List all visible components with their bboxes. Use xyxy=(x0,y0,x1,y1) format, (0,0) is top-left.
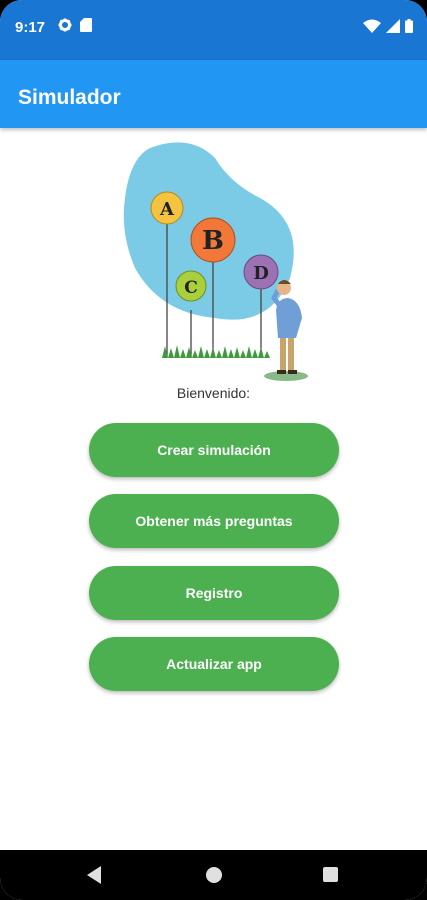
status-bar: 9:17 xyxy=(0,0,427,60)
balloon-c-letter: C xyxy=(184,278,198,298)
navigation-bar xyxy=(0,850,427,900)
sd-card-icon xyxy=(80,18,92,32)
balloon-d-letter: D xyxy=(253,263,269,284)
balloon-c: C xyxy=(175,270,207,302)
grass xyxy=(162,345,270,358)
create-simulation-button[interactable]: Crear simulación xyxy=(89,423,339,477)
welcome-illustration: A B C D xyxy=(123,142,308,381)
register-button[interactable]: Registro xyxy=(89,566,339,620)
wifi-icon xyxy=(363,19,381,33)
update-app-button[interactable]: Actualizar app xyxy=(89,637,339,691)
balloon-a: A xyxy=(150,191,184,225)
man-figure xyxy=(264,280,308,381)
get-more-questions-button[interactable]: Obtener más preguntas xyxy=(89,494,339,548)
welcome-label: Bienvenido: xyxy=(176,385,251,401)
balloon-b: B xyxy=(190,217,236,263)
recents-icon[interactable] xyxy=(323,867,338,882)
balloon-d: D xyxy=(243,254,279,290)
app-bar: Simulador xyxy=(0,60,427,128)
balloon-a-letter: A xyxy=(159,199,175,220)
battery-icon xyxy=(405,19,413,33)
status-time: 9:17 xyxy=(15,19,46,36)
balloon-b-letter: B xyxy=(202,226,224,256)
status-icons-right xyxy=(363,19,413,33)
home-icon[interactable] xyxy=(206,867,222,883)
signal-icon xyxy=(386,19,400,33)
status-icons-left xyxy=(58,18,92,32)
back-icon[interactable] xyxy=(87,866,101,884)
app-title: Simulador xyxy=(18,86,121,109)
settings-icon xyxy=(58,18,72,32)
main-content: A B C D xyxy=(0,128,427,850)
